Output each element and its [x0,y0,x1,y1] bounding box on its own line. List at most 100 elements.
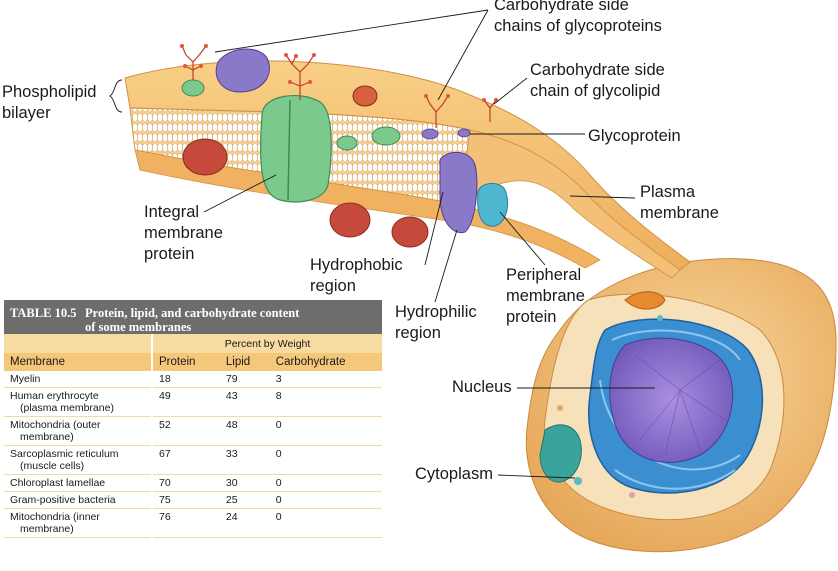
golgi-apparatus [539,424,582,483]
cell-carbohydrate: 3 [269,371,382,388]
cell-carbohydrate: 8 [269,387,382,417]
leader-hydrophilic [434,229,458,303]
cell-illustration [525,258,837,553]
cell-membrane-name: Myelin [4,371,152,388]
cell-carbohydrate: 0 [269,508,382,538]
cell-carbohydrate: 0 [269,416,382,446]
cell-lipid: 30 [219,474,270,492]
cell-lipid: 24 [219,508,270,538]
nucleus [609,337,734,463]
column-header-carbohydrate: Carbohydrate [269,353,382,371]
cell-membrane-name: Chloroplast lamellae [4,474,152,492]
membrane-composition-table: TABLE 10.5 Protein, lipid, and carbohydra… [4,300,382,538]
cell-lipid: 25 [219,491,270,509]
leader-glycolipid [493,77,528,105]
table-body: Percent by Weight Membrane Protein Lipid… [4,334,382,538]
red-peripheral-protein [352,85,378,107]
cell-protein: 76 [151,508,220,538]
cell-protein: 18 [151,371,220,388]
label-glycoprotein: Glycoprotein [588,127,681,145]
glycoprotein [457,128,471,138]
label-phospholipid-bilayer: Phospholipid bilayer [2,83,97,122]
label-carb-side-chain-glycolipid: Carbohydrate side chain of glycolipid [530,61,665,100]
column-header-protein: Protein [151,353,220,371]
cell-membrane-name: Human erythrocyte(plasma membrane) [4,387,152,417]
cell-lipid: 48 [219,416,270,446]
green-surface-protein [371,126,401,146]
vesicle [557,405,563,411]
column-header-membrane: Membrane [4,353,152,371]
green-surface-protein [181,79,205,97]
carbohydrate-chains [181,45,497,128]
green-surface-protein [336,135,358,151]
leader-plasma-membrane [569,195,636,199]
label-peripheral-membrane-protein: Peripheral membrane protein [506,266,585,326]
cell-membrane-name: Sarcoplasmic reticulum(muscle cells) [4,445,152,475]
vesicle [629,492,635,498]
table-group-spacer [4,334,152,353]
table-group-header-row: Percent by Weight [4,334,382,353]
red-peripheral-protein [329,202,371,238]
leader-glycoproteins-2 [437,9,489,101]
cell-carbohydrate: 0 [269,474,382,492]
label-nucleus: Nucleus [452,378,512,396]
cell-membrane-name: Gram-positive bacteria [4,491,152,509]
nucleolus-rays [634,354,726,456]
peripheral-membrane-protein [477,183,508,227]
leader-glycoproteins-1 [214,9,489,53]
leader-peripheral [499,211,546,266]
glycoprotein [421,128,439,140]
cell-carbohydrate: 0 [269,445,382,475]
label-integral-membrane-protein: Integral membrane protein [144,203,223,263]
table-caption: Protein, lipid, and carbohydrate content… [85,306,300,334]
leader-lines [109,9,655,479]
label-hydrophilic-region: Hydrophilic region [395,303,477,342]
cell-lipid: 33 [219,445,270,475]
table-title-bar: TABLE 10.5 Protein, lipid, and carbohydra… [4,300,382,334]
mitochondrion [624,291,666,310]
cell-protein: 75 [151,491,220,509]
cell-lipid: 79 [219,371,270,388]
vesicle [574,477,582,485]
table-number: TABLE 10.5 [10,306,77,320]
label-hydrophobic-region: Hydrophobic region [310,256,403,295]
integral-membrane-protein [260,95,332,203]
carbohydrate-dots [180,44,498,102]
table-group-header: Percent by Weight [151,334,382,353]
column-header-lipid: Lipid [219,353,270,371]
cell-carbohydrate: 0 [269,491,382,509]
membrane-lower-band [459,129,681,279]
cell-lipid: 43 [219,387,270,417]
label-cytoplasm: Cytoplasm [415,465,493,483]
cell-protein: 52 [151,416,220,446]
membrane-proteins [181,48,508,248]
red-peripheral-protein [182,138,228,176]
label-carb-side-chains-glycoproteins: Carbohydrate side chains of glycoprotein… [494,0,662,35]
red-peripheral-protein [391,216,429,248]
leader-integral [203,174,277,213]
purple-glycoprotein [215,48,270,93]
cell-protein: 49 [151,387,220,417]
membrane-inner-surface [134,149,601,269]
leader-hydrophobic [424,191,444,266]
integral-channel-line [287,99,291,201]
hydrophobic-protein [439,151,478,234]
leader-cytoplasm [497,474,576,479]
vesicle [657,315,663,321]
bracket-phospholipid [109,79,123,113]
label-plasma-membrane: Plasma membrane [640,183,719,222]
table-header-row: Membrane Protein Lipid Carbohydrate [4,353,382,371]
cell-protein: 67 [151,445,220,475]
cell-protein: 70 [151,474,220,492]
